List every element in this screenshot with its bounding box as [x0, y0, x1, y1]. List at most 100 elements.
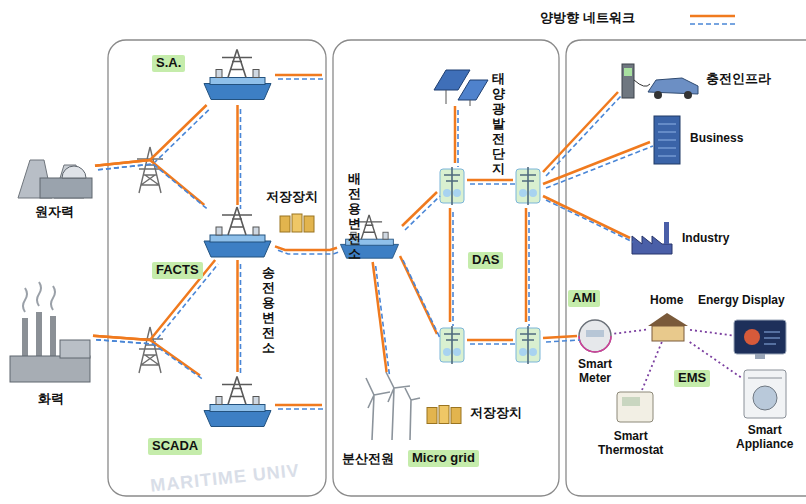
home-network-link — [690, 330, 732, 335]
grid-link — [373, 262, 390, 376]
office-building-icon — [654, 116, 680, 164]
legend-item: 양방향 네트워크 — [540, 8, 635, 28]
network-line — [543, 196, 630, 238]
dotted-link — [642, 342, 662, 390]
panel-outline — [333, 40, 559, 496]
network-line — [457, 110, 459, 167]
network-line — [240, 109, 242, 209]
network-line — [98, 109, 210, 170]
node-label: Industry — [682, 232, 729, 246]
node-label: Business — [690, 132, 743, 146]
network-line — [528, 212, 530, 326]
network-line — [467, 179, 513, 182]
wire-group — [275, 75, 653, 409]
network-line — [373, 262, 387, 372]
energy-display-icon — [734, 320, 786, 359]
legend-line — [690, 23, 735, 25]
network-line — [470, 183, 516, 185]
system-tag: SCADA — [148, 438, 202, 455]
factory-icon — [632, 222, 672, 254]
system-tag: DAS — [468, 252, 503, 269]
network-line — [275, 74, 322, 77]
dotted-link — [690, 330, 732, 335]
node-label: Home — [650, 294, 683, 308]
network-line — [454, 106, 457, 163]
grid-link — [93, 260, 218, 344]
system-tag: Micro grid — [408, 450, 479, 467]
grid-link — [95, 105, 210, 170]
node-label: Smart Meter — [578, 358, 612, 386]
panel-outline — [108, 40, 326, 496]
grid-link — [275, 246, 340, 254]
network-line — [275, 246, 337, 250]
network-line — [546, 146, 653, 188]
dotted-link — [614, 330, 646, 334]
system-tag: FACTS — [152, 262, 203, 279]
solar-farm-icon — [434, 70, 488, 106]
substation: 배전용 변전소 — [337, 212, 402, 262]
solar-farm: 태양광 발전단지 — [432, 66, 490, 106]
network-line — [546, 96, 621, 176]
network-line — [543, 142, 650, 184]
house-icon — [648, 313, 688, 341]
network-line — [278, 408, 325, 410]
nuclear-plant-icon — [18, 160, 92, 198]
node-label: 저장장치 — [266, 190, 318, 205]
charging-car-icon — [622, 64, 698, 99]
network-line — [449, 208, 452, 322]
network-line — [278, 250, 340, 254]
node-label: 저장장치 — [470, 406, 522, 421]
smart-appliance: Smart Appliance — [742, 368, 788, 420]
network-line — [95, 105, 207, 166]
network-line — [98, 164, 207, 209]
grid-link — [238, 105, 241, 209]
network-line — [525, 208, 528, 322]
network-line — [402, 192, 437, 226]
network-line — [93, 336, 200, 376]
storage-unit: 저장장치 — [425, 400, 465, 428]
node-label: Smart Thermostat — [598, 430, 663, 458]
system-tag: S.A. — [152, 55, 185, 72]
smart-meter-icon — [579, 320, 611, 352]
network-line — [236, 105, 239, 205]
storage-unit: 저장장치 — [278, 210, 318, 235]
network-line — [95, 160, 204, 205]
energy-display: Energy Display — [732, 318, 788, 360]
network-line — [400, 256, 437, 334]
microgrid: 분산전원Micro grid — [362, 372, 420, 442]
network-line — [452, 212, 454, 326]
system-tag: EMS — [674, 370, 710, 387]
network-line — [467, 339, 513, 342]
grid-link — [93, 336, 203, 380]
legend-line — [690, 15, 735, 18]
node-label: 송전용 변전소 — [262, 266, 275, 356]
smart-thermostat: Smart Thermostat — [615, 390, 655, 424]
network-line — [278, 78, 325, 80]
node-label: 분산전원 — [342, 452, 394, 467]
legend-label: 양방향 네트워크 — [540, 10, 635, 25]
network-line — [405, 196, 440, 230]
node-label: 배전용 변전소 — [348, 172, 361, 262]
network-line — [376, 266, 390, 376]
home-network-link — [642, 342, 662, 390]
charging-infra: 충전인프라 — [620, 62, 700, 100]
substation: FACTS송전용 변전소 — [200, 205, 275, 260]
node-label: 충전인프라 — [706, 72, 771, 87]
network-line — [470, 343, 516, 345]
industry: Industry — [630, 220, 675, 256]
node-label: Smart Appliance — [736, 424, 793, 452]
power-plant: 원자력 — [15, 140, 95, 200]
network-line — [93, 260, 215, 340]
network-line — [546, 340, 580, 342]
thermostat-icon — [617, 392, 653, 422]
wind-turbine-icon — [366, 372, 420, 440]
system-tag: AMI — [568, 290, 600, 307]
washing-machine-icon — [744, 370, 786, 418]
home-network-link — [614, 330, 646, 334]
network-line — [240, 264, 242, 376]
node-label: 원자력 — [35, 205, 74, 220]
network-line — [546, 200, 633, 242]
network-line — [96, 340, 203, 380]
